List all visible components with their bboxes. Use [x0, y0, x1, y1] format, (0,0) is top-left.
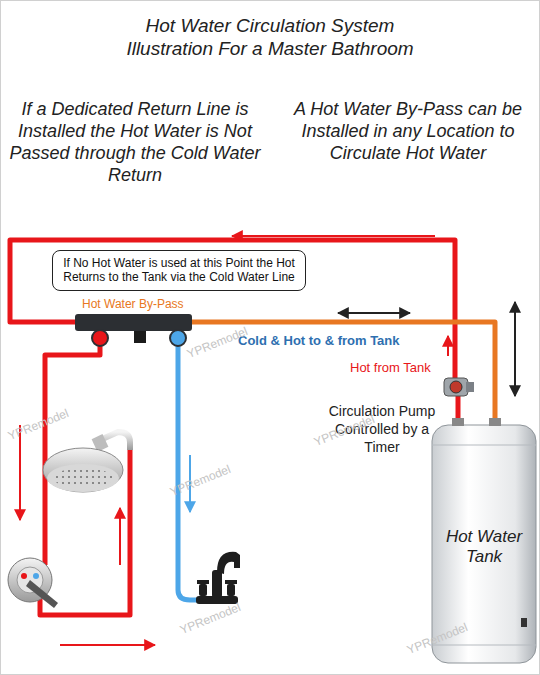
node-text: Hot Water Tank [436, 527, 532, 567]
tank-label: Hot Water Tank [432, 523, 536, 574]
node-text: If No Hot Water is used at this Point th… [58, 256, 300, 284]
note: If a Dedicated Return Line is Installed … [8, 98, 262, 186]
hot-pipe [10, 240, 458, 615]
part-label: Hot Water By-Pass [82, 297, 202, 311]
callout-box: If No Hot Water is used at this Point th… [52, 250, 306, 291]
bypass-valve [75, 314, 192, 346]
pipe-label: Hot from Tank [350, 360, 446, 376]
title: Hot Water Circulation System Illustratio… [100, 14, 440, 60]
watermark: YPRemodel [405, 620, 470, 657]
pipe-label: Cold & Hot to & from Tank [238, 333, 428, 349]
watermark: YPRemodel [6, 406, 71, 443]
circulation-pump [444, 378, 474, 396]
watermark: YPRemodel [168, 462, 233, 499]
shower-head [43, 432, 130, 492]
watermark: YPRemodel [178, 600, 243, 637]
note: A Hot Water By-Pass can be Installed in … [280, 98, 536, 164]
shower-valve [8, 558, 58, 608]
faucet [196, 552, 240, 604]
